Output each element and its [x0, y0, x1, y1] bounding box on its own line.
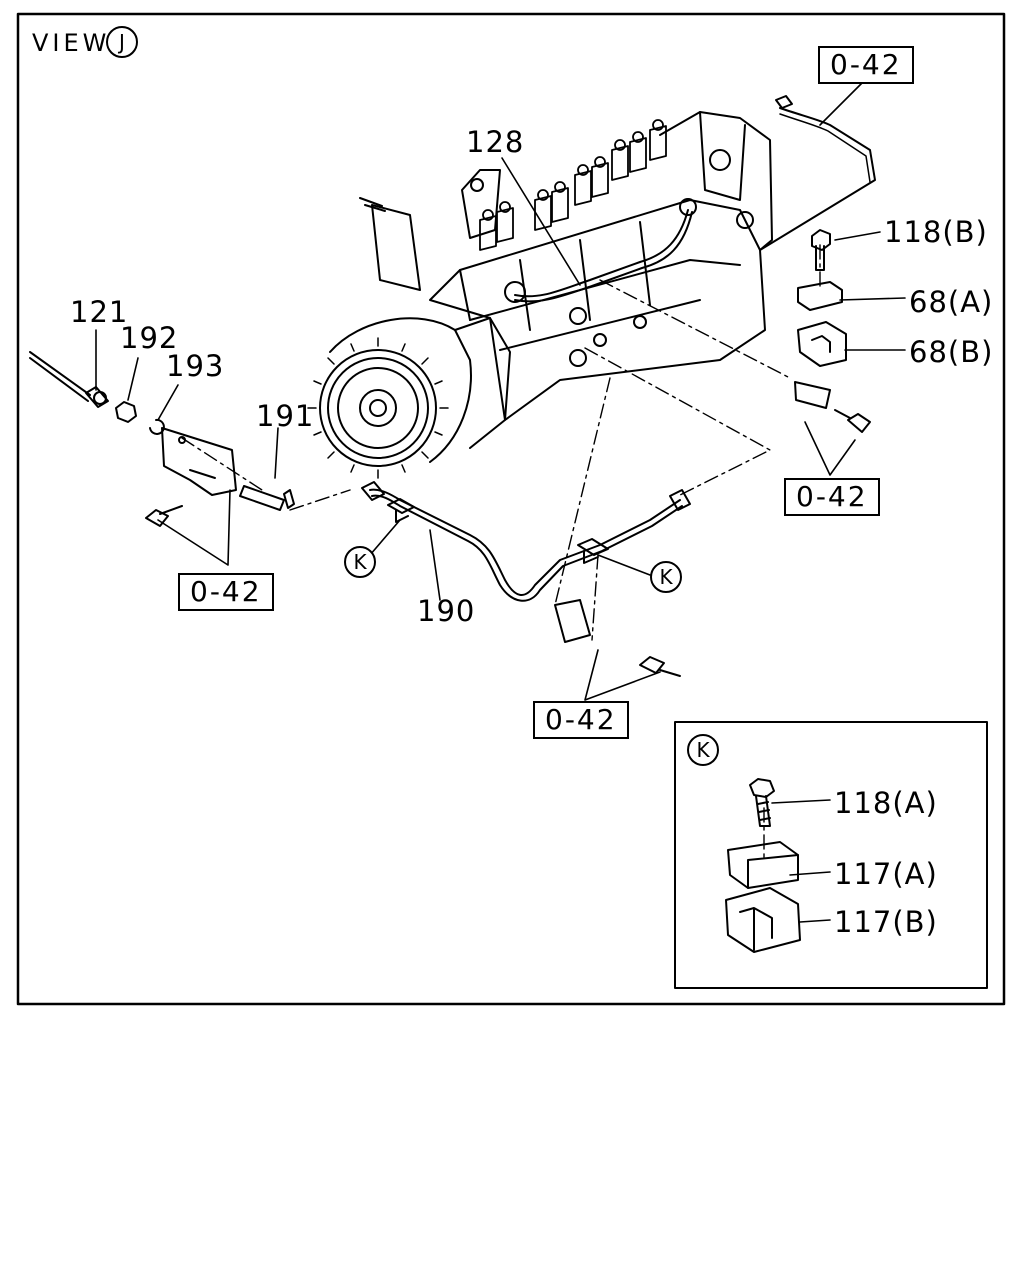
nut-192 — [115, 401, 137, 423]
part-label-118a: 118(A) — [834, 786, 938, 820]
part-label-191: 191 — [256, 399, 315, 433]
part-label-193: 193 — [166, 349, 225, 383]
ref-label-bottom: 0-42 — [533, 701, 629, 739]
clip-parts-right — [797, 229, 847, 367]
part-label-192: 192 — [120, 321, 179, 355]
injection-pump-illustration — [307, 111, 773, 479]
bolt-left — [145, 505, 183, 527]
part-label-117a: 117(A) — [834, 857, 938, 891]
bolt-right — [834, 409, 871, 433]
clip-117b — [725, 887, 801, 953]
harness-190 — [361, 481, 691, 602]
bracket-right — [794, 381, 831, 409]
pipe-128 — [514, 209, 689, 298]
pump-body — [429, 199, 766, 421]
centerlines — [181, 244, 821, 861]
delivery-valves — [479, 119, 667, 251]
view-letter-badge: J — [106, 26, 138, 58]
bolt-bottom — [639, 656, 681, 677]
leader-lines — [95, 79, 906, 923]
ref-label-right: 0-42 — [784, 478, 880, 516]
ref-label-top: 0-42 — [818, 46, 914, 84]
part-label-117b: 117(B) — [834, 905, 938, 939]
detail-k-box — [674, 721, 988, 989]
callout-k-left: K — [344, 546, 376, 578]
part-label-68a: 68(A) — [909, 285, 994, 319]
part-label-190: 190 — [417, 594, 476, 628]
sensor-191 — [239, 485, 295, 511]
cable-121 — [29, 351, 109, 408]
inset-k-parts — [725, 778, 801, 953]
gear-teeth — [307, 337, 449, 479]
part-label-118b: 118(B) — [884, 215, 988, 249]
wire-top — [759, 107, 876, 251]
detail-k-badge: K — [687, 734, 719, 766]
bracket-bottom — [554, 599, 591, 643]
part-label-68b: 68(B) — [909, 335, 994, 369]
drawing-border — [16, 12, 1006, 1006]
part-label-128: 128 — [466, 125, 525, 159]
callout-k-right: K — [650, 561, 682, 593]
bolt-118a — [749, 778, 775, 798]
governor-housing — [659, 111, 773, 251]
view-label: VIEW — [32, 29, 111, 57]
timing-gear — [319, 349, 437, 467]
bracket-left — [161, 427, 237, 496]
part-label-121: 121 — [70, 295, 129, 329]
clip-117a — [727, 841, 799, 889]
ref-label-left: 0-42 — [178, 573, 274, 611]
